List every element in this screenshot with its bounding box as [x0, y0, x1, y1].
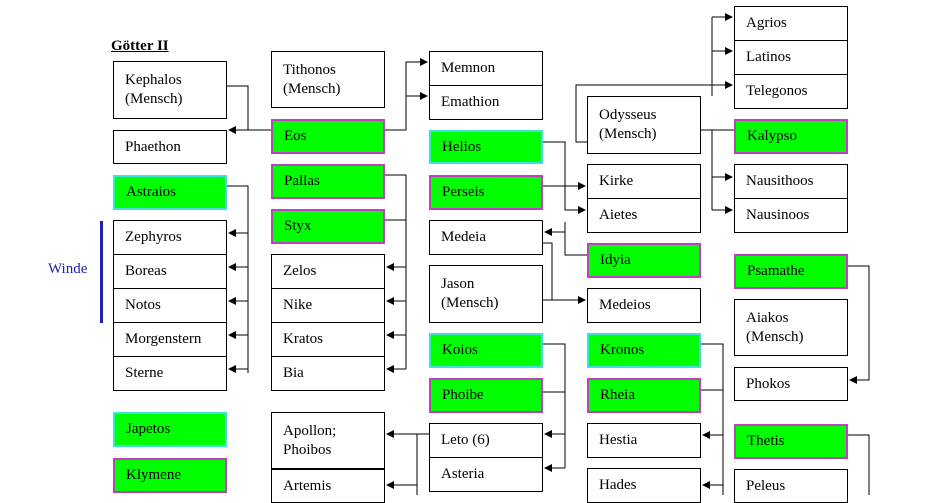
node-nausithoos: Nausithoos: [734, 164, 848, 199]
page-title: Götter II: [111, 38, 169, 54]
node-eos: Eos: [271, 119, 385, 154]
node-notos: Notos: [113, 288, 227, 323]
node-tithonos: Tithonos (Mensch): [271, 51, 385, 108]
node-astraios: Astraios: [113, 175, 227, 210]
connector-line: [575, 84, 712, 143]
connector-line: [848, 265, 870, 384]
connector-line: [543, 242, 586, 304]
node-styx: Styx: [271, 209, 385, 244]
node-perseis: Perseis: [429, 175, 543, 210]
node-zephyros: Zephyros: [113, 220, 227, 255]
node-morgenstern: Morgenstern: [113, 322, 227, 357]
connector-line: [385, 174, 407, 221]
node-leto: Leto (6): [429, 423, 543, 458]
node-psamathe: Psamathe: [734, 254, 848, 289]
node-phaethon: Phaethon: [113, 130, 227, 164]
winde-bracket: [100, 221, 103, 323]
node-latinos: Latinos: [734, 40, 848, 75]
node-agrios: Agrios: [734, 6, 848, 41]
node-kratos: Kratos: [271, 322, 385, 357]
node-apollon: Apollon; Phoibos: [271, 412, 385, 469]
node-telegonos: Telegonos: [734, 74, 848, 109]
node-aiakos: Aiakos (Mensch): [734, 299, 848, 356]
node-hades: Hades: [587, 468, 701, 503]
node-kronos: Kronos: [587, 333, 701, 368]
node-odysseus: Odysseus (Mensch): [587, 96, 701, 154]
node-sterne: Sterne: [113, 356, 227, 391]
node-artemis: Artemis: [271, 469, 385, 503]
node-rheia: Rheia: [587, 378, 701, 413]
node-memnon: Memnon: [429, 51, 543, 86]
node-kirke: Kirke: [587, 164, 701, 199]
node-japetos: Japetos: [113, 412, 227, 447]
node-kephalos: Kephalos (Mensch): [113, 61, 227, 119]
node-jason: Jason (Mensch): [429, 265, 543, 323]
connector-line: [543, 141, 586, 214]
connector-line: [227, 85, 249, 130]
node-aietes: Aietes: [587, 198, 701, 233]
node-medeia: Medeia: [429, 220, 543, 255]
connector-line: [701, 343, 724, 495]
connector-line: [543, 343, 566, 393]
node-pallas: Pallas: [271, 164, 385, 199]
node-koios: Koios: [429, 333, 543, 368]
node-idyia: Idyia: [587, 243, 701, 278]
node-peleus: Peleus: [734, 469, 848, 503]
node-nike: Nike: [271, 288, 385, 323]
node-boreas: Boreas: [113, 254, 227, 289]
node-phoibe: Phoibe: [429, 378, 543, 413]
connector-line: [848, 434, 870, 495]
connector-line: [564, 222, 587, 256]
node-klymene: Klymene: [113, 458, 227, 493]
node-bia: Bia: [271, 356, 385, 391]
node-hestia: Hestia: [587, 423, 701, 458]
node-helios: Helios: [429, 130, 543, 164]
node-emathion: Emathion: [429, 85, 543, 120]
node-nausinoos: Nausinoos: [734, 198, 848, 233]
node-zelos: Zelos: [271, 254, 385, 289]
node-kalypso: Kalypso: [734, 119, 848, 154]
node-asteria: Asteria: [429, 457, 543, 492]
node-phokos: Phokos: [734, 367, 848, 401]
node-medeios: Medeios: [587, 288, 701, 323]
node-thetis: Thetis: [734, 424, 848, 459]
connector-line: [227, 185, 249, 373]
winde-label: Winde: [48, 261, 88, 277]
